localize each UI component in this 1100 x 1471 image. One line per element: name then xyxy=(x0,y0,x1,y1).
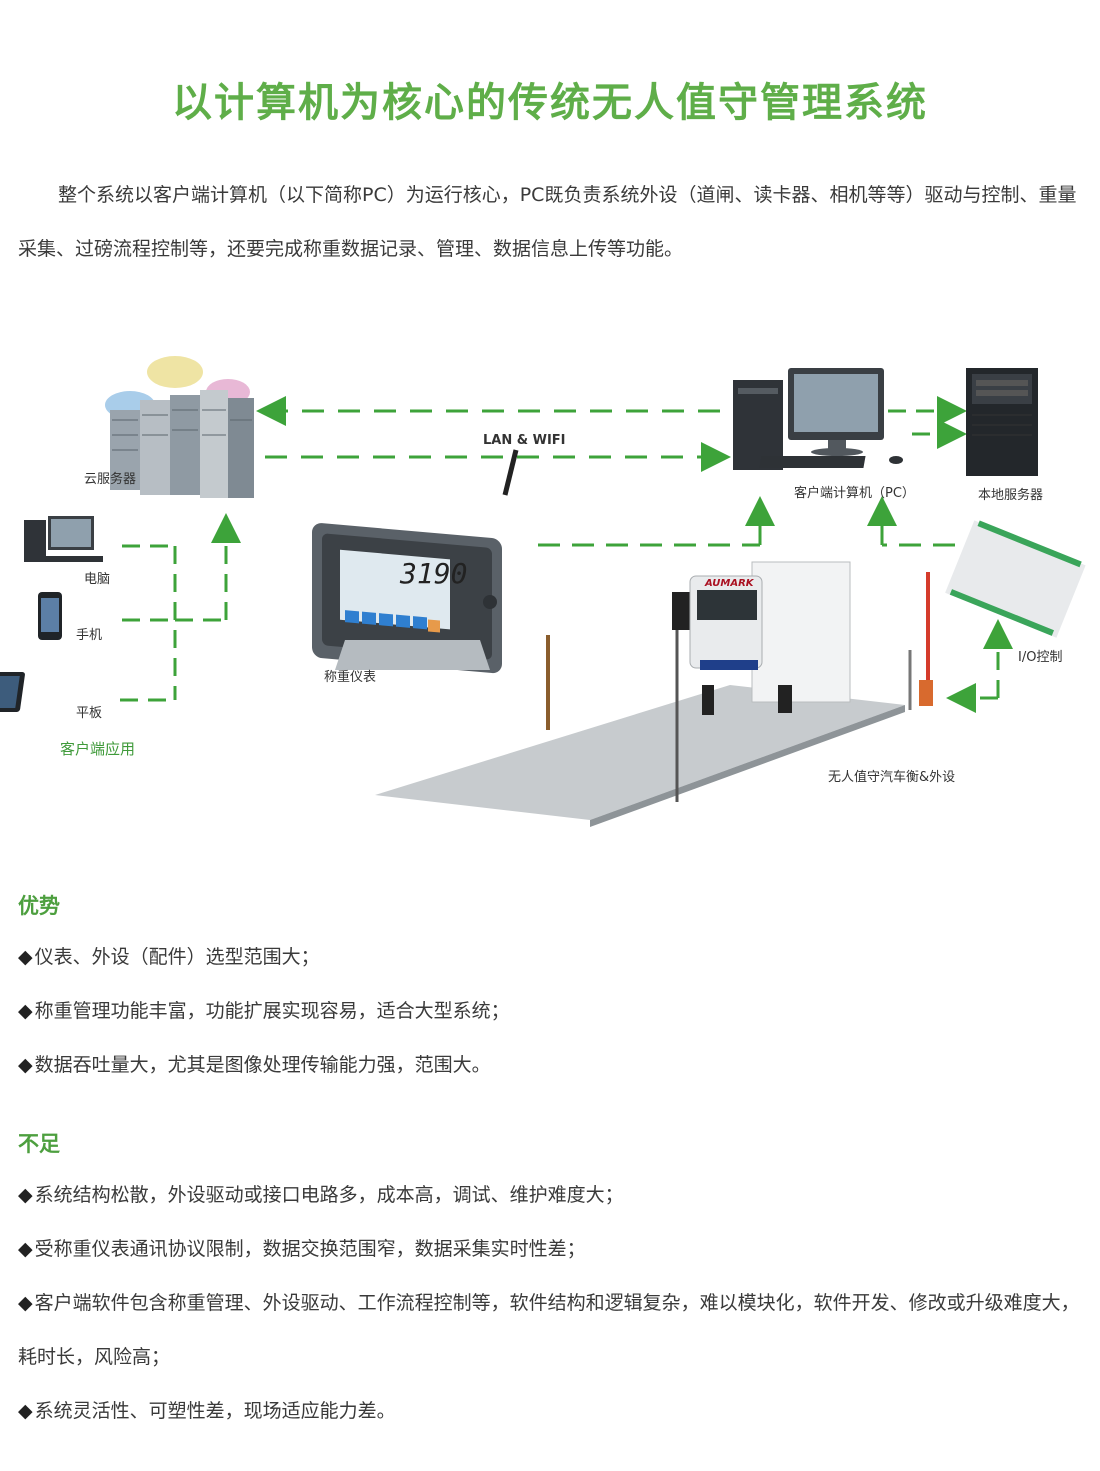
advantage-item: ◆数据吞吐量大，尤其是图像处理传输能力强，范围大。 xyxy=(18,1038,1093,1092)
indicator-pc-arrow xyxy=(538,496,775,547)
advantage-item: ◆称重管理功能丰富，功能扩展实现容易，适合大型系统； xyxy=(18,984,1093,1038)
indicator-label: 称重仪表 xyxy=(324,670,377,685)
disadvantage-item: ◆系统结构松散，外设驱动或接口电路多，成本高，调试、维护难度大； xyxy=(18,1168,1093,1222)
phone-label: 手机 xyxy=(76,628,103,643)
io-control-module-icon xyxy=(945,520,1086,638)
client-pc-icon xyxy=(733,368,903,470)
lan-wifi-label: LAN & WIFI xyxy=(483,433,566,448)
client-pc-label: 客户端计算机（PC） xyxy=(794,486,915,501)
io-pc-arrow xyxy=(867,496,955,547)
bullet-icon: ◆ xyxy=(18,946,33,968)
local-server-icon xyxy=(966,368,1038,476)
disadvantage-text: 受称重仪表通讯协议限制，数据交换范围窄，数据采集实时性差； xyxy=(34,1238,586,1260)
mobile-phone-icon xyxy=(38,592,62,640)
client-app-label: 客户端应用 xyxy=(60,740,136,758)
advantage-text: 仪表、外设（配件）选型范围大； xyxy=(34,946,320,968)
system-diagram: 3190 xyxy=(0,340,1100,830)
disadvantages-heading: 不足 xyxy=(18,1132,60,1156)
tablet-label: 平板 xyxy=(76,706,103,721)
truck-brand: AUMARK xyxy=(704,578,755,589)
weighing-indicator-icon: 3190 xyxy=(312,449,519,674)
advantage-text: 称重管理功能丰富，功能扩展实现容易，适合大型系统； xyxy=(34,1000,510,1022)
bullet-icon: ◆ xyxy=(18,1292,33,1314)
disadvantage-item: ◆系统灵活性、可塑性差，现场适应能力差。 xyxy=(18,1384,1093,1438)
disadvantage-item: ◆客户端软件包含称重管理、外设驱动、工作流程控制等，软件结构和逻辑复杂，难以模块… xyxy=(18,1276,1093,1384)
truck-scale-icon: AUMARK xyxy=(375,561,933,827)
bullet-icon: ◆ xyxy=(18,1000,33,1022)
bullet-icon: ◆ xyxy=(18,1184,33,1206)
bullet-icon: ◆ xyxy=(18,1400,33,1422)
disadvantage-text: 系统灵活性、可塑性差，现场适应能力差。 xyxy=(34,1400,396,1422)
indicator-reading: 3190 xyxy=(399,557,467,590)
disadvantage-text: 系统结构松散，外设驱动或接口电路多，成本高，调试、维护难度大； xyxy=(34,1184,624,1206)
client-app-lines xyxy=(120,513,241,702)
cloud-server-label: 云服务器 xyxy=(84,472,137,487)
computer-label: 电脑 xyxy=(84,572,111,587)
disadvantage-text: 客户端软件包含称重管理、外设驱动、工作流程控制等，软件结构和逻辑复杂，难以模块化… xyxy=(18,1292,1080,1368)
intro-paragraph: 整个系统以客户端计算机（以下简称PC）为运行核心，PC既负责系统外设（道闸、读卡… xyxy=(18,184,1077,260)
bullet-icon: ◆ xyxy=(18,1238,33,1260)
page-title: 以计算机为核心的传统无人值守管理系统 xyxy=(172,80,928,126)
io-control-label: I/O控制 xyxy=(1018,650,1063,665)
lan-arrows xyxy=(256,396,731,472)
advantage-item: ◆仪表、外设（配件）选型范围大； xyxy=(18,930,1093,984)
cloud-server-icon xyxy=(105,356,254,498)
pc-server-arrows xyxy=(888,396,967,449)
desktop-computer-icon xyxy=(24,516,103,562)
diagram-graphics: 3190 xyxy=(0,356,1086,827)
bullet-icon: ◆ xyxy=(18,1054,33,1076)
advantages-heading: 优势 xyxy=(18,894,60,918)
io-barrier-arrow xyxy=(946,619,1013,713)
disadvantage-item: ◆受称重仪表通讯协议限制，数据交换范围窄，数据采集实时性差； xyxy=(18,1222,1093,1276)
local-server-label: 本地服务器 xyxy=(978,488,1044,503)
truck-scale-label: 无人值守汽车衡&外设 xyxy=(828,770,956,785)
tablet-icon xyxy=(0,672,25,712)
advantage-text: 数据吞吐量大，尤其是图像处理传输能力强，范围大。 xyxy=(34,1054,491,1076)
